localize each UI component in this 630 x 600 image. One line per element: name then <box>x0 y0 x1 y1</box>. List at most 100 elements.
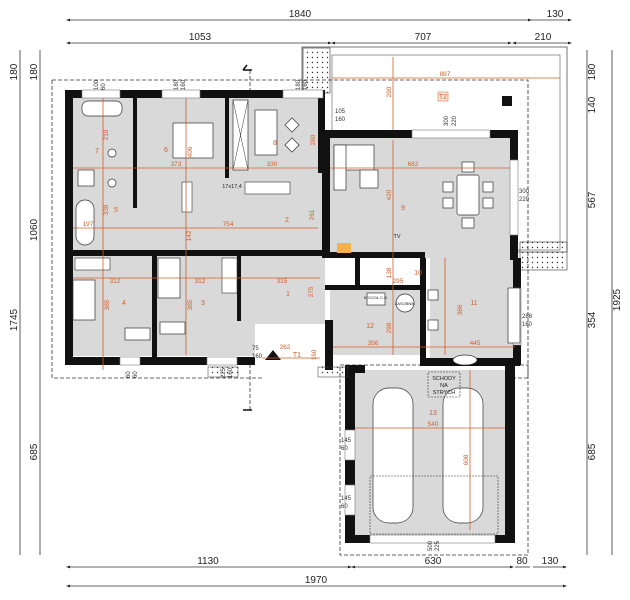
furniture <box>72 99 521 535</box>
room-number-2: 2 <box>285 217 289 224</box>
planter <box>302 47 331 94</box>
opening-h: 60 <box>101 83 107 90</box>
bottom-dimensions: 1130 630 80 130 1970 <box>66 556 567 588</box>
chair <box>482 181 494 193</box>
armchair <box>284 137 300 153</box>
desk <box>254 109 278 156</box>
room-11-width: 445 <box>470 340 481 347</box>
dim-1970: 1970 <box>305 575 328 586</box>
coffee-table <box>359 169 379 189</box>
room-number-3: 3 <box>201 300 205 307</box>
column <box>502 96 512 106</box>
room-number-10: 10 <box>414 270 422 277</box>
boiler-label: KOCIOŁ C.O. <box>364 295 388 300</box>
room-2-depth: 261 <box>309 209 316 220</box>
opening-w: 105 <box>335 109 346 115</box>
opening-h: 60 <box>341 446 348 452</box>
stairs <box>244 181 291 195</box>
room-3-depth: 385 <box>187 299 194 310</box>
t2-depth: 290 <box>386 86 393 97</box>
room-labels: 1 315 275 2 754 261 3 312 385 4 312 385 … <box>83 129 481 465</box>
room-number-1: 1 <box>286 291 290 298</box>
car <box>442 387 484 524</box>
sliding-door <box>509 159 519 236</box>
dim-707: 707 <box>415 32 432 43</box>
opening-w: 100 <box>94 79 100 90</box>
opening-h: 60 <box>341 504 348 510</box>
fireplace-icon <box>337 243 351 253</box>
car <box>372 387 414 524</box>
dim-685-right: 685 <box>587 443 598 460</box>
toilet <box>107 178 117 188</box>
room-number-4: 4 <box>122 300 126 307</box>
room-9-width: 682 <box>408 161 419 168</box>
room-2-width: 754 <box>223 221 234 228</box>
dim-354: 354 <box>587 311 598 328</box>
dim-180-left-outer: 180 <box>9 63 20 80</box>
room-7-depth: 219 <box>103 129 110 140</box>
room-12-width: 356 <box>368 340 379 347</box>
dim-80: 80 <box>516 556 528 567</box>
toilet <box>107 148 117 158</box>
opening-w: 180 <box>174 79 180 90</box>
opening-w: 288 <box>522 314 533 320</box>
dining-bench <box>507 287 521 344</box>
dim-567: 567 <box>587 191 598 208</box>
dim-1060: 1060 <box>29 218 40 241</box>
room-3-width: 312 <box>195 278 206 285</box>
entrance-arrow-icon <box>265 350 281 360</box>
opening-h: 160 <box>228 367 234 378</box>
chair <box>461 217 475 229</box>
fridge <box>427 289 439 301</box>
window <box>282 89 324 99</box>
t1-depth: 160 <box>311 349 318 360</box>
boiler <box>366 292 386 306</box>
room-4-width: 312 <box>110 278 121 285</box>
dim-130-top: 130 <box>547 9 564 20</box>
attic-stairs-label-3: STRYCH <box>433 390 456 396</box>
opening-w: 300 <box>519 189 530 195</box>
room-12-depth: 298 <box>386 322 393 333</box>
dining-table <box>456 174 480 216</box>
room-number-13: 13 <box>429 410 437 417</box>
room-number-7: 7 <box>95 148 99 155</box>
attic-stairs-label-1: SCHODY <box>432 376 456 382</box>
chair <box>442 197 454 209</box>
room-5-width: 197 <box>83 221 94 228</box>
opening-w: 60 <box>126 371 132 378</box>
window <box>81 89 121 99</box>
room-number-12: 12 <box>366 323 374 330</box>
room-8-width: 330 <box>267 161 278 168</box>
chair <box>461 161 475 173</box>
opening-h: 160 <box>335 117 346 123</box>
window <box>344 484 356 516</box>
opening-w: 75 <box>252 346 259 352</box>
t1-width: 262 <box>280 344 291 351</box>
dim-1745: 1745 <box>9 308 20 331</box>
opening-h: 160 <box>522 322 533 328</box>
bathtub <box>75 199 95 246</box>
window <box>344 429 356 461</box>
room-number-t1: T1 <box>293 352 301 359</box>
room-6-width: 373 <box>171 161 182 168</box>
opening-h: 160 <box>303 79 309 90</box>
dim-1840: 1840 <box>289 9 312 20</box>
stairs <box>74 257 111 271</box>
opening-w: 225 <box>221 367 227 378</box>
attic-stairs-label-2: NA <box>440 383 448 389</box>
opening-h: 225 <box>435 540 441 551</box>
room-6-depth: 406 <box>187 146 194 157</box>
sink <box>452 354 478 366</box>
dim-130-bottom: 130 <box>542 556 559 567</box>
room-1-width: 315 <box>277 278 288 285</box>
room-number-5: 5 <box>114 207 118 214</box>
room-number-6: 6 <box>164 147 168 154</box>
dim-1925: 1925 <box>612 288 623 311</box>
room-8-depth: 280 <box>310 134 317 145</box>
garage-door <box>369 534 496 544</box>
opening-h: 160 <box>181 79 187 90</box>
desk <box>124 327 151 341</box>
room-dimension-lines <box>73 98 515 530</box>
opening-h: 220 <box>519 197 530 203</box>
planter <box>519 241 568 271</box>
